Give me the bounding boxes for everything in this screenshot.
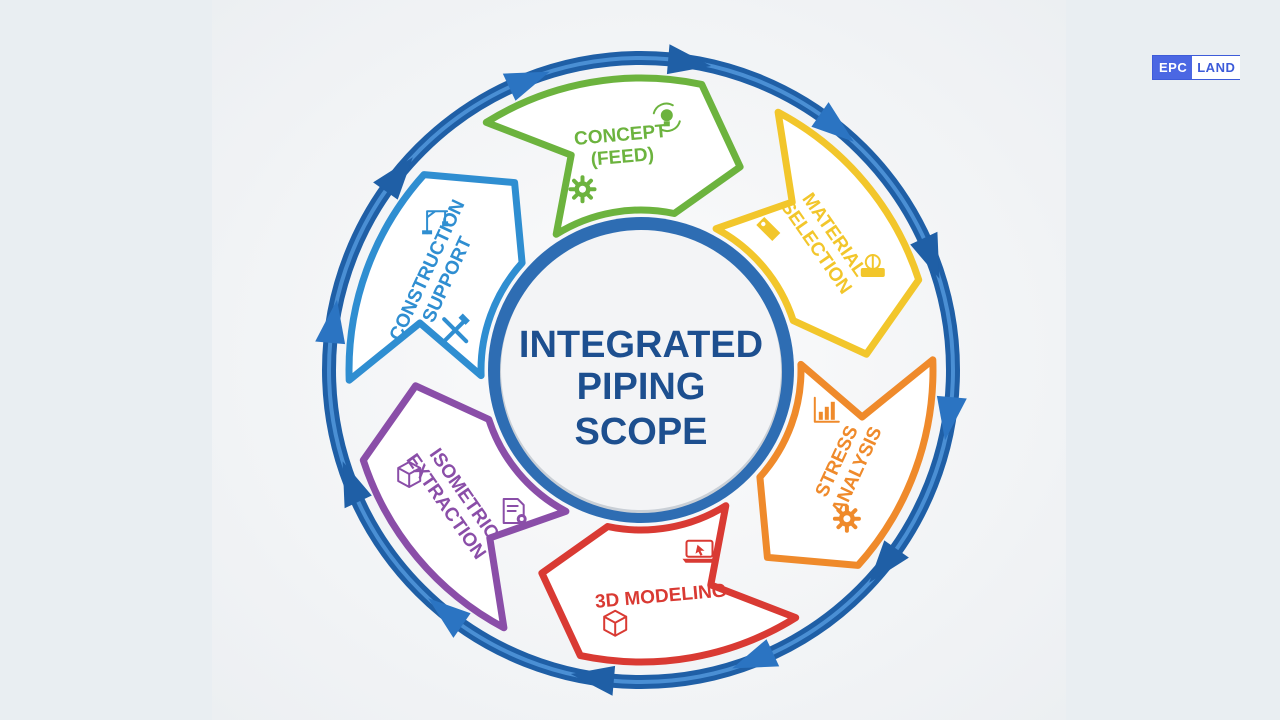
left-margin [0, 0, 212, 720]
segment-arrow-material [712, 108, 923, 358]
ring-arrowhead [732, 639, 780, 669]
center-title-line-2: PIPING [577, 366, 706, 408]
bar-chart-icon [813, 396, 840, 423]
segment-arrow-stress [756, 356, 937, 569]
outer-ring-highlight [327, 56, 955, 684]
center-title-line-3: SCOPE [574, 411, 707, 453]
ring-arrowhead [428, 598, 471, 638]
segment-arrow-construction [345, 171, 526, 384]
ring-arrowhead [502, 71, 550, 101]
lightbulb-cycle-icon [652, 102, 681, 132]
logo-part-2: LAND [1192, 56, 1241, 79]
ring-arrowhead [910, 231, 940, 279]
segment-arrow-concept [482, 74, 744, 238]
crane-icon [422, 210, 449, 235]
cube-icon [603, 609, 628, 637]
epcland-logo: EPC LAND [1152, 55, 1241, 80]
center-title-line-1: INTEGRATED [519, 324, 763, 366]
gear-icon [568, 175, 597, 204]
segment-modeling: 3D MODELING [538, 502, 800, 666]
center-disc [501, 230, 781, 510]
tools-icon [442, 313, 470, 344]
gear-icon [832, 504, 861, 533]
valve-icon [860, 254, 885, 277]
tag-icon [756, 217, 781, 241]
right-margin [1066, 0, 1280, 720]
ring-arrowhead [373, 157, 413, 200]
logo-part-1: EPC [1153, 56, 1193, 79]
ring-arrowheads [315, 44, 967, 696]
ring-arrowhead [315, 299, 346, 345]
ring-arrowhead [811, 102, 854, 142]
segments: CONCEPT(FEED)MATERIALSELECTIONSTRESSANAL… [345, 74, 937, 666]
cube-icon [397, 461, 422, 488]
segment-arrow-modeling [538, 502, 800, 666]
ring-arrowhead [342, 461, 372, 509]
laptop-icon [682, 539, 717, 563]
segment-concept: CONCEPT(FEED) [482, 74, 744, 238]
document-gear-icon [502, 498, 527, 524]
ring-arrowhead [936, 395, 967, 441]
ring-arrowhead [570, 665, 616, 696]
segment-arrow-isometric [359, 382, 570, 632]
ring-arrowhead [666, 44, 712, 75]
ring-arrowhead [869, 540, 909, 583]
